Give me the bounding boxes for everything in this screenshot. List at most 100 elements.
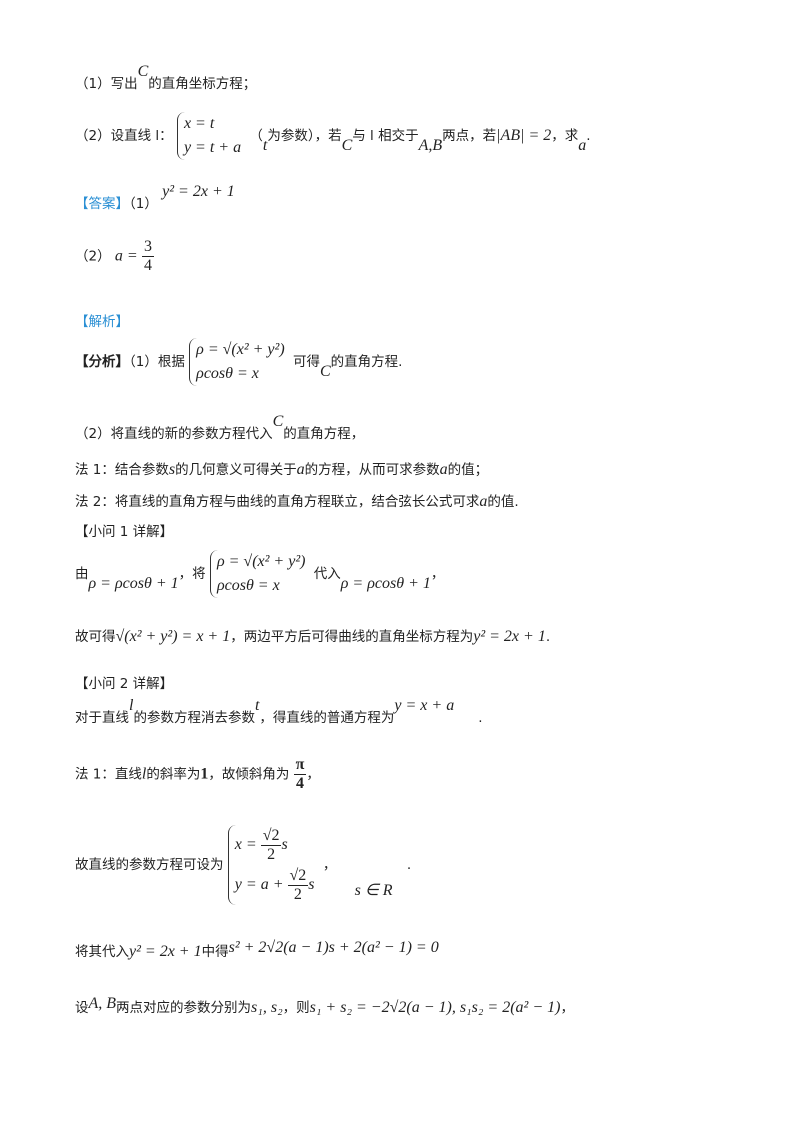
text: 故可得 — [75, 629, 116, 645]
text: （1）写出 — [75, 76, 138, 92]
math: A, B — [88, 995, 117, 1012]
math: ρ = √(x² + y²) — [216, 553, 306, 570]
numerator: 3 — [141, 238, 154, 257]
fenxi-label: 【分析】 — [75, 354, 129, 370]
text: 将其代入 — [75, 944, 129, 960]
answer-line-1: 【答案】（1） y² = 2x + 1 — [75, 183, 235, 213]
math: |AB| = 2 — [496, 127, 552, 144]
question-1: （1）写出C的直角坐标方程； — [75, 63, 257, 93]
text: 的直角方程， — [283, 426, 365, 442]
text: 故直线的参数方程可设为 — [75, 857, 224, 873]
text: 为参数），若 — [267, 128, 342, 144]
text: 两点，若 — [442, 128, 497, 144]
denominator: 4 — [296, 775, 305, 792]
math: C — [272, 413, 284, 430]
text: ，将 — [178, 566, 206, 582]
numerator: π — [293, 756, 307, 775]
math: C — [137, 63, 149, 80]
text: 对于直线 — [75, 710, 129, 726]
text: 可得 — [292, 354, 320, 370]
text: 代入 — [313, 566, 341, 582]
text: 的直角方程. — [330, 354, 403, 370]
math: a — [296, 461, 305, 478]
text: . — [406, 857, 412, 873]
text: 中得 — [201, 944, 229, 960]
sub1-line-2: 故可得√(x² + y²) = x + 1，两边平方后可得曲线的直角坐标方程为y… — [75, 625, 550, 646]
math: C — [319, 363, 331, 380]
text: （ — [249, 128, 263, 144]
text: 的值. — [487, 494, 519, 510]
text: 的斜率为 — [146, 766, 201, 783]
equation-system: ρ = √(x² + y²) ρcosθ = x — [209, 550, 310, 598]
text: 法 1：结合参数 — [75, 462, 169, 478]
text: ，得直线的普通方程为 — [259, 710, 395, 726]
math: s₁, s₂ — [251, 999, 283, 1016]
math: ρ = ρcosθ + 1 — [340, 575, 431, 592]
text: ， — [430, 566, 445, 582]
math: A,B — [418, 137, 443, 154]
math: C — [341, 137, 353, 154]
sub1-label: 【小问 1 详解】 — [75, 524, 174, 540]
analysis-line-2: （2）将直线的新的参数方程代入C的直角方程， — [75, 413, 365, 443]
math: ρcosθ = x — [216, 577, 280, 594]
text: ，故倾斜角为 — [208, 766, 290, 783]
math: a — [578, 137, 587, 154]
math: s² + 2√2(a − 1)s + 2(a² − 1) = 0 — [228, 939, 439, 956]
text: （1）根据 — [129, 354, 185, 370]
answer-label: 【答案】 — [75, 196, 129, 212]
math: a — [439, 461, 448, 478]
denominator: 4 — [143, 257, 152, 274]
analysis-fa2: 法 2：将直线的直角方程与曲线的直角方程联立，结合弦长公式可求a的值. — [75, 490, 519, 511]
text: （1） — [129, 196, 158, 212]
math: y² = 2x + 1 — [473, 628, 546, 645]
math: ρcosθ = x — [196, 365, 259, 382]
text: 设 — [75, 1000, 89, 1016]
math: a — [479, 493, 488, 510]
text: （2）设直线 l： — [75, 128, 173, 144]
math: y² = 2x + 1 — [162, 183, 235, 200]
text: 的几何意义可得关于 — [175, 462, 297, 478]
sub2-substitute: 将其代入y² = 2x + 1中得s² + 2√2(a − 1)s + 2(a²… — [75, 939, 439, 961]
math: l — [141, 765, 147, 783]
text: 的值； — [447, 462, 489, 478]
math: s — [168, 461, 176, 478]
analysis-label: 【解析】 — [75, 314, 129, 330]
math: ρ = √(x² + y²) — [196, 341, 285, 358]
text: . — [478, 710, 483, 726]
sub2-line-1: 对于直线l的参数方程消去参数t，得直线的普通方程为y = x + a. — [75, 697, 483, 727]
math: s₁ + s₂ = −2√2(a − 1), s₁s₂ = 2(a² − 1) — [309, 999, 561, 1016]
math: √(x² + y²) = x + 1 — [115, 628, 231, 645]
text: （2）将直线的新的参数方程代入 — [75, 426, 273, 442]
text: （2） — [75, 248, 111, 265]
math: l — [129, 697, 134, 714]
text: 与 l 相交于 — [352, 128, 419, 144]
text: 的直角坐标方程； — [148, 76, 257, 92]
math: y = x + a — [394, 697, 455, 714]
text: 由 — [75, 566, 89, 582]
text: 法 2：将直线的直角方程与曲线的直角方程联立，结合弦长公式可求 — [75, 494, 480, 510]
text: . — [545, 629, 551, 645]
sub2-vieta: 设A, B两点对应的参数分别为s₁, s₂，则s₁ + s₂ = −2√2(a … — [75, 995, 574, 1017]
math: ρ = ρcosθ + 1 — [88, 575, 179, 592]
text: ，两边平方后可得曲线的直角坐标方程为 — [230, 629, 474, 645]
equation-system: ρ = √(x² + y²) ρcosθ = x — [189, 338, 289, 386]
text: 的方程，从而可求参数 — [304, 462, 440, 478]
text: ，则 — [282, 1000, 310, 1016]
text: ，求 — [551, 128, 579, 144]
text: . — [586, 128, 591, 144]
math: t — [262, 137, 268, 154]
math: s ∈ R — [354, 882, 393, 899]
math: y = t + a — [183, 139, 242, 156]
text: ， — [306, 766, 320, 783]
sub1-line-1: 由ρ = ρcosθ + 1，将 ρ = √(x² + y²)ρcosθ = x… — [75, 550, 444, 598]
text: ， — [560, 1000, 574, 1016]
analysis-fa1: 法 1：结合参数s的几何意义可得关于a的方程，从而可求参数a的值； — [75, 458, 488, 479]
